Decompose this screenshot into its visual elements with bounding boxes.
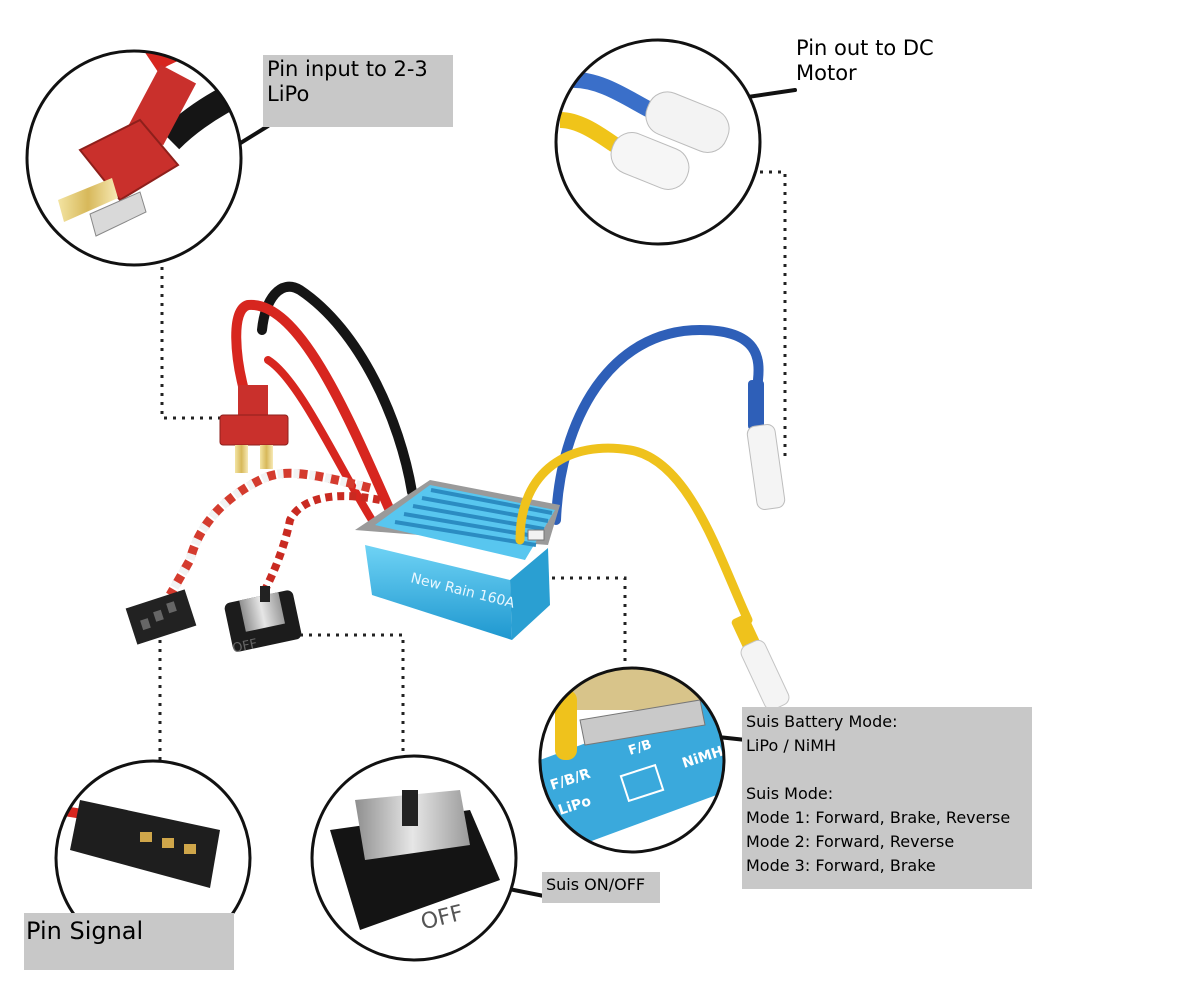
mode-switch-label: Suis Battery Mode: LiPo / NiMH Suis Mode… (742, 707, 1032, 889)
zoom-circle-power-switch: OFF (310, 754, 518, 962)
zoom-circle-mode-switch: F/B/R F/B NiMH LiPo (538, 666, 726, 854)
signal-pin-label-text: Pin Signal (26, 917, 144, 945)
motor-output-label-line-1: Pin out to DC (796, 36, 934, 60)
mode-label-line-7: Mode 3: Forward, Brake (746, 856, 936, 875)
motor-output-label-line-2: Motor (796, 61, 857, 86)
esc-box: New Rain 160A (355, 480, 560, 640)
mode-label-line-2: LiPo / NiMH (746, 736, 837, 755)
servo-plug (125, 589, 197, 645)
mode-label-line-5: Mode 1: Forward, Brake, Reverse (746, 808, 1011, 827)
leader-motor (760, 170, 787, 460)
yellow-wire (515, 443, 753, 625)
deans-connector (219, 385, 289, 473)
coiled-signal-wire (166, 468, 372, 598)
red-wire-2 (264, 356, 379, 529)
coiled-switch-wire (261, 492, 381, 592)
black-wire (257, 281, 417, 497)
battery-input-label-line-1: Pin input to 2-3 (267, 57, 428, 81)
blue-bullet-connector (746, 380, 786, 511)
zoom-circle-battery (25, 49, 243, 267)
leader-battery (160, 258, 240, 420)
power-switch-label: Suis ON/OFF (542, 872, 660, 903)
zoom-circle-motor (554, 38, 762, 246)
switch-off-text: OFF (231, 637, 259, 657)
power-switch-label-text: Suis ON/OFF (546, 875, 646, 894)
mode-label-line-4: Suis Mode: (746, 784, 834, 803)
leader-lines (158, 170, 787, 760)
mode-label-line-1: Suis Battery Mode: (746, 712, 898, 731)
zoom-circle-signal (54, 759, 252, 957)
battery-input-label: Pin input to 2-3 LiPo (263, 55, 453, 127)
esc-assembly: New Rain 160A OFF (125, 281, 790, 711)
blue-wire (551, 324, 764, 525)
signal-pin-label: Pin Signal (24, 913, 234, 970)
mode-label-line-6: Mode 2: Forward, Reverse (746, 832, 955, 851)
mode-text-fb: F/B (627, 737, 654, 759)
mode-label-line-3 (746, 758, 1032, 782)
battery-input-label-line-2: LiPo (267, 82, 310, 107)
leader-switch (300, 633, 405, 755)
power-switch-unit: OFF (224, 586, 302, 657)
red-wire (231, 299, 400, 527)
leader-mode (552, 576, 627, 672)
yellow-bullet-connector (731, 614, 790, 711)
motor-output-label: Pin out to DC Motor (792, 36, 967, 96)
